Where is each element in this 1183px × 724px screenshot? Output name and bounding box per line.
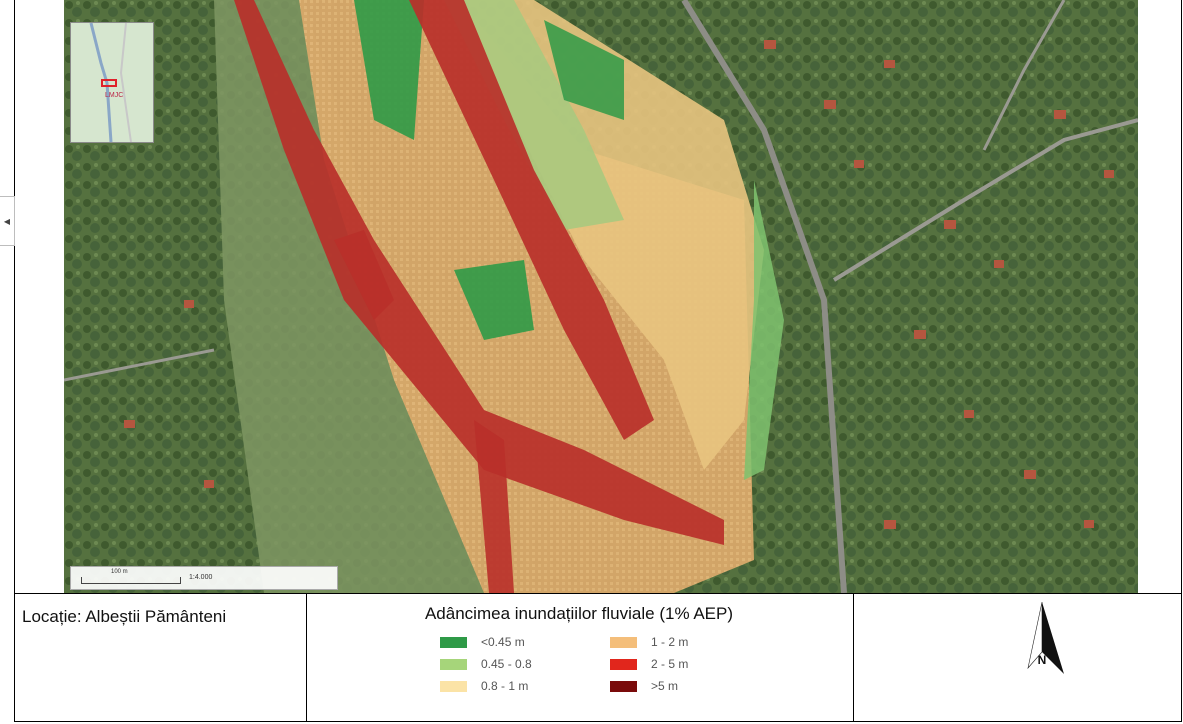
panel-toggle-button[interactable]: ◀	[0, 196, 15, 246]
north-label: N	[1038, 653, 1047, 667]
legend-item: >5 m	[610, 678, 760, 694]
legend-swatch	[440, 636, 467, 648]
flood-area-under-0-45-a	[354, 0, 424, 140]
river-south-branch	[474, 420, 514, 593]
legend-swatch	[440, 680, 467, 692]
north-arrow-icon: N	[1020, 600, 1066, 678]
flood-area-0-45-0-8	[444, 0, 624, 230]
legend-swatch	[610, 658, 637, 670]
table-column-divider-1	[306, 594, 307, 722]
north-arrow-graphic: N	[1027, 601, 1064, 674]
overview-minimap[interactable]: LMJC	[70, 22, 154, 143]
river-side-channel	[334, 230, 394, 320]
minimap-extent-box	[101, 79, 117, 87]
side-road-east	[832, 118, 1138, 282]
chevron-left-icon: ◀	[3, 216, 11, 226]
side-road-west	[64, 348, 215, 382]
figure-frame	[14, 0, 1182, 722]
legend-item: 0.8 - 1 m	[440, 678, 610, 694]
minimap-canvas	[71, 23, 153, 142]
minimap-inset-label: LMJC	[105, 92, 124, 99]
legend-label: 0.8 - 1 m	[481, 679, 529, 693]
legend-label: 0.45 - 0.8	[481, 657, 532, 671]
scale-bar-panel: 100 m 1:4.000	[70, 566, 338, 590]
scale-bar	[81, 577, 181, 584]
river-channel-2-5m-east	[409, 0, 654, 440]
houses	[124, 40, 1114, 529]
map-view[interactable]: LMJC 100 m 1:4.000	[64, 0, 1138, 593]
location-text: Locație: Albeștii Pământeni	[22, 607, 227, 626]
flood-area-under-0-45-b	[454, 260, 534, 340]
map-canvas	[64, 0, 1138, 593]
flood-area-under-0-45-c	[544, 20, 624, 120]
legend-swatch	[610, 680, 637, 692]
legend-label: >5 m	[651, 679, 679, 693]
legend-swatch	[610, 636, 637, 648]
legend-label: <0.45 m	[481, 635, 525, 649]
legend-item: 2 - 5 m	[610, 656, 760, 672]
side-road-north	[982, 0, 1066, 151]
main-road	[681, 0, 847, 593]
legend: <0.45 m 1 - 2 m 0.45 - 0.8 2 - 5 m 0.8 -…	[440, 634, 760, 694]
scale-bar-label: 100 m	[111, 569, 128, 575]
table-row-divider	[14, 593, 1182, 594]
legend-label: 1 - 2 m	[651, 635, 689, 649]
legend-item: <0.45 m	[440, 634, 610, 650]
legend-item: 0.45 - 0.8	[440, 656, 610, 672]
flood-fringe-green	[744, 180, 784, 480]
legend-label: 2 - 5 m	[651, 657, 689, 671]
table-column-divider-2	[853, 594, 854, 722]
legend-item: 1 - 2 m	[610, 634, 760, 650]
scale-ratio: 1:4.000	[189, 574, 213, 581]
legend-title: Adâncimea inundațiilor fluviale (1% AEP)	[424, 604, 734, 623]
legend-swatch	[440, 658, 467, 670]
